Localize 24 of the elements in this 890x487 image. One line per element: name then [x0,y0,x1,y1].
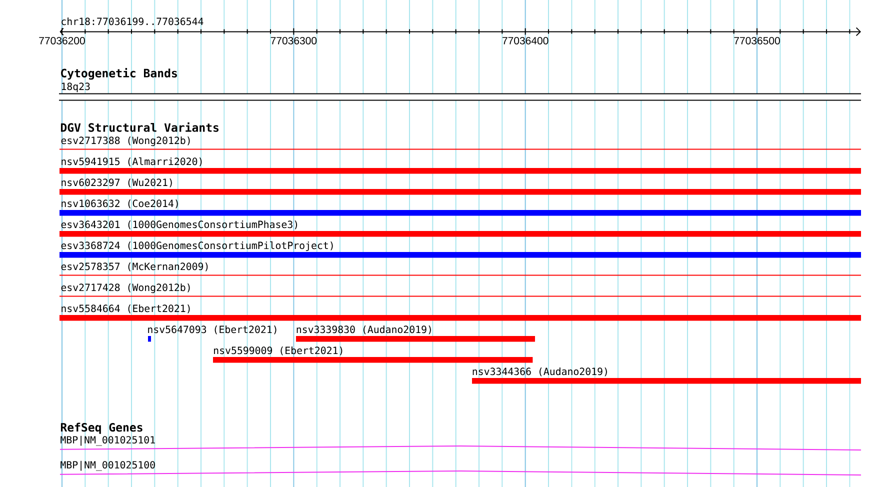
variant-label: nsv1063632 (Coe2014) [62,200,178,208]
gene-label: MBP|NM_001025100 [60,460,155,471]
track-heading: RefSeq Genes [60,422,142,434]
variant-label: nsv6023297 (Wu2021) [62,178,172,188]
variant-label: nsv3344366 (Audano2019) [472,368,607,376]
variant-label: nsv5599009 (Ebert2021) [214,346,342,356]
tick-label: 77036200 [39,36,85,44]
gene-label: MBP|NM_001025101 [60,436,155,446]
tick-label: 77036300 [270,36,317,44]
variant-label: nsv5584664 (Ebert2021) [62,304,190,314]
tick-label: 77036400 [502,36,548,44]
locus-label: chr18:77036199..77036544 [62,17,204,26]
variant-label: esv3643201 (1000GenomesConsortiumPhase3) [61,220,298,230]
variant-label: nsv5647093 (Ebert2021) [148,326,276,334]
variant-label: nsv5941915 (Almarri2020) [62,157,202,166]
track-heading: DGV Structural Variants [60,122,218,132]
variant-label: esv3368724 (1000GenomesConsortiumPilotProject) [61,241,333,252]
track-heading: Cytogenetic Bands [61,68,177,80]
variant-label: nsv3339830 (Audano2019) [296,326,431,334]
band-label: 18q23 [62,82,90,92]
variant-label: esv2578357 (McKernan2009) [61,262,208,272]
variant-label: esv2717428 (Wong2012b) [61,284,190,294]
tick-label: 77036500 [734,36,780,44]
variant-label: esv2717388 (Wong2012b) [61,136,190,146]
